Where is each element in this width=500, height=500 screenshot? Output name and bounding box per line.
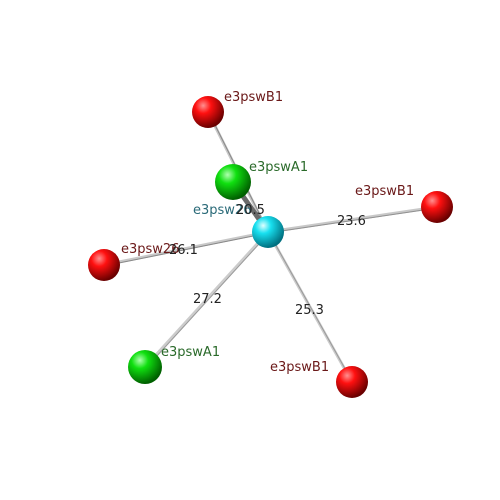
distance-b1-right: 23.6 (337, 214, 366, 229)
label-b-left: e3psw26 (121, 242, 179, 257)
atom-b1-right[interactable] (421, 191, 453, 223)
label-b1-top: e3pswB1 (224, 90, 283, 105)
bond-b1-right (267, 205, 438, 234)
bond-a1-bottom (143, 230, 270, 369)
atom-b1-top[interactable] (192, 96, 224, 128)
atom-a1-top[interactable] (215, 164, 251, 200)
bond-b-left-shade (103, 232, 269, 267)
atom-b1-bottom[interactable] (336, 366, 368, 398)
atom-a1-bottom[interactable] (128, 350, 162, 384)
bond-b1-bottom-shade (268, 232, 354, 384)
atoms (88, 96, 453, 398)
distance-a1-bottom: 27.2 (193, 292, 222, 307)
label-b1-bottom: e3pswB1 (270, 360, 329, 375)
label-a1-bottom: e3pswA1 (161, 345, 220, 360)
bond-a1-bottom-shade (145, 232, 270, 369)
atom-center[interactable] (252, 216, 284, 248)
distance-b1-bottom: 25.3 (295, 303, 324, 318)
label-center: e3psw26 (193, 203, 251, 218)
atom-labels: e3pswB1 e3pswA1 e3psw26 e3pswB1 e3psw26 … (121, 90, 414, 375)
distance-labels: 20.5 23.6 26.1 27.2 25.3 (169, 203, 366, 318)
bond-b1-right-shade (267, 207, 438, 234)
label-b1-right: e3pswB1 (355, 184, 414, 199)
bond-b-left (103, 230, 269, 267)
atom-b-left[interactable] (88, 249, 120, 281)
distance-a1-top: 20.5 (236, 203, 265, 218)
distance-b-left: 26.1 (169, 243, 198, 258)
label-a1-top: e3pswA1 (249, 160, 308, 175)
